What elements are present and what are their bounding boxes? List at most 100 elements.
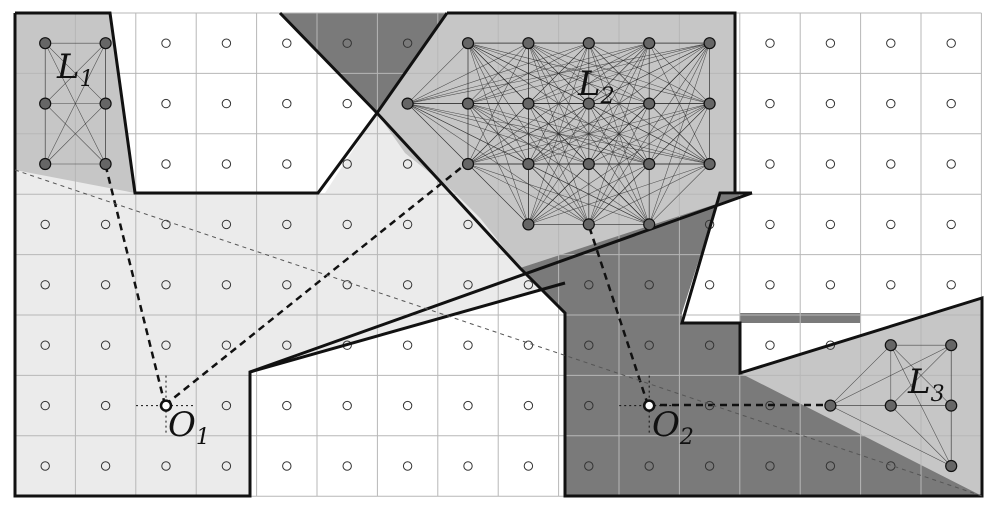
- cell-marker: [342, 38, 352, 48]
- landmark-node-l2: [461, 37, 475, 50]
- cell-marker: [584, 400, 594, 411]
- landmark-node-l2: [401, 97, 414, 110]
- cell-marker: [644, 340, 654, 350]
- grid-lines: [14, 12, 982, 497]
- cell-marker: [523, 400, 534, 411]
- cell-marker: [161, 461, 171, 471]
- landmark-node-l2: [522, 37, 535, 50]
- cell-marker: [825, 461, 836, 471]
- cell-marker: [946, 38, 956, 48]
- dark-region-top: [280, 13, 447, 113]
- landmark-edge-l2: [528, 103, 710, 165]
- cell-marker: [221, 340, 232, 350]
- label-O2: O2: [652, 405, 694, 450]
- cell-marker: [342, 159, 352, 169]
- cell-marker: [886, 280, 896, 290]
- landmark-node-l3: [884, 339, 897, 352]
- cell-marker: [100, 400, 111, 411]
- cell-marker: [402, 340, 413, 350]
- landmark-edge-l3: [890, 405, 952, 467]
- cell-marker: [886, 98, 896, 109]
- landmark-node-l1: [39, 37, 52, 50]
- landmark-edge-l2: [528, 163, 650, 225]
- landmark-edge-l3: [890, 345, 952, 406]
- cell-marker: [282, 461, 292, 471]
- landmark-node-l2: [522, 157, 535, 171]
- cell-marker: [402, 159, 413, 169]
- cell-marker: [221, 219, 232, 230]
- cell-marker: [342, 400, 352, 411]
- landmark-edge-l1: [45, 103, 106, 165]
- walls: [13, 11, 984, 498]
- cell-marker: [221, 159, 232, 169]
- cell-marker: [825, 280, 836, 290]
- cell-marker: [765, 461, 775, 471]
- cell-marker: [282, 159, 292, 169]
- landmark-node-l2: [522, 218, 535, 231]
- landmark-edge-l2: [528, 42, 710, 104]
- cell-marker: [221, 461, 232, 471]
- label-O1: O1: [168, 405, 210, 450]
- landmark-edge-l3: [830, 345, 891, 406]
- cell-marker: [765, 280, 775, 290]
- landmark-node-l2: [703, 157, 716, 171]
- label-L1: L1: [56, 47, 94, 92]
- wall-outer-left: [15, 11, 449, 195]
- cell-marker: [100, 340, 111, 350]
- cell-marker: [886, 461, 896, 471]
- landmark-node-l2: [582, 157, 595, 171]
- cell-marker: [523, 340, 534, 350]
- landmark-node-l3: [884, 399, 897, 412]
- cell-marker: [463, 340, 473, 350]
- observer-o1: [159, 399, 173, 412]
- cell-marker: [342, 98, 352, 109]
- landmark-node-l2: [522, 97, 535, 110]
- cell-marker: [704, 461, 715, 471]
- cell-marker: [704, 280, 715, 290]
- landmark-edge-l2: [467, 163, 529, 225]
- wall-left-bottom: [13, 13, 566, 498]
- cell-marker: [342, 219, 352, 230]
- landmark-edge-l2: [407, 42, 710, 104]
- landmark-node-l1: [99, 97, 112, 110]
- cell-marker: [463, 280, 473, 290]
- wall-center-top: [278, 11, 984, 498]
- cell-marker: [765, 219, 775, 230]
- cell-marker: [221, 280, 232, 290]
- landmark-edge-l2: [588, 103, 710, 165]
- cell-marker: [765, 38, 775, 48]
- cell-marker: [523, 461, 534, 471]
- cell-marker: [100, 219, 111, 230]
- cell-marker: [161, 219, 171, 230]
- cell-marker: [161, 280, 171, 290]
- landmark-edge-l3: [830, 344, 952, 406]
- landmark-node-l2: [643, 97, 656, 110]
- landmark-edge-l2: [528, 163, 589, 225]
- cell-marker: [825, 219, 836, 230]
- cell-marker: [100, 461, 111, 471]
- mid-region-top: [377, 13, 752, 268]
- landmark-node-l2: [582, 37, 595, 50]
- cell-marker: [765, 98, 775, 109]
- cell-marker: [282, 280, 292, 290]
- landmark-node-l2: [461, 157, 475, 171]
- landmark-edge-l2: [588, 163, 710, 225]
- landmark-edge-l2: [528, 163, 710, 225]
- landmark-node-l1: [39, 157, 52, 171]
- landmark-edge-l2: [649, 163, 710, 225]
- landmark-edge-l2: [407, 42, 589, 104]
- cell-marker: [161, 159, 171, 169]
- cell-marker: [523, 280, 534, 290]
- observer-markers: [136, 375, 680, 436]
- landmark-node-l3: [945, 399, 958, 412]
- cell-marker: [463, 219, 473, 230]
- landmark-node-l2: [461, 97, 475, 110]
- landmark-node-l2: [703, 97, 716, 110]
- cell-marker: [221, 38, 232, 48]
- cell-marker: [825, 159, 836, 169]
- landmark-nodes: [39, 37, 958, 473]
- landmark-node-l2: [643, 157, 656, 171]
- cell-marker: [463, 461, 473, 471]
- sight-line-o1-l2: [164, 162, 468, 406]
